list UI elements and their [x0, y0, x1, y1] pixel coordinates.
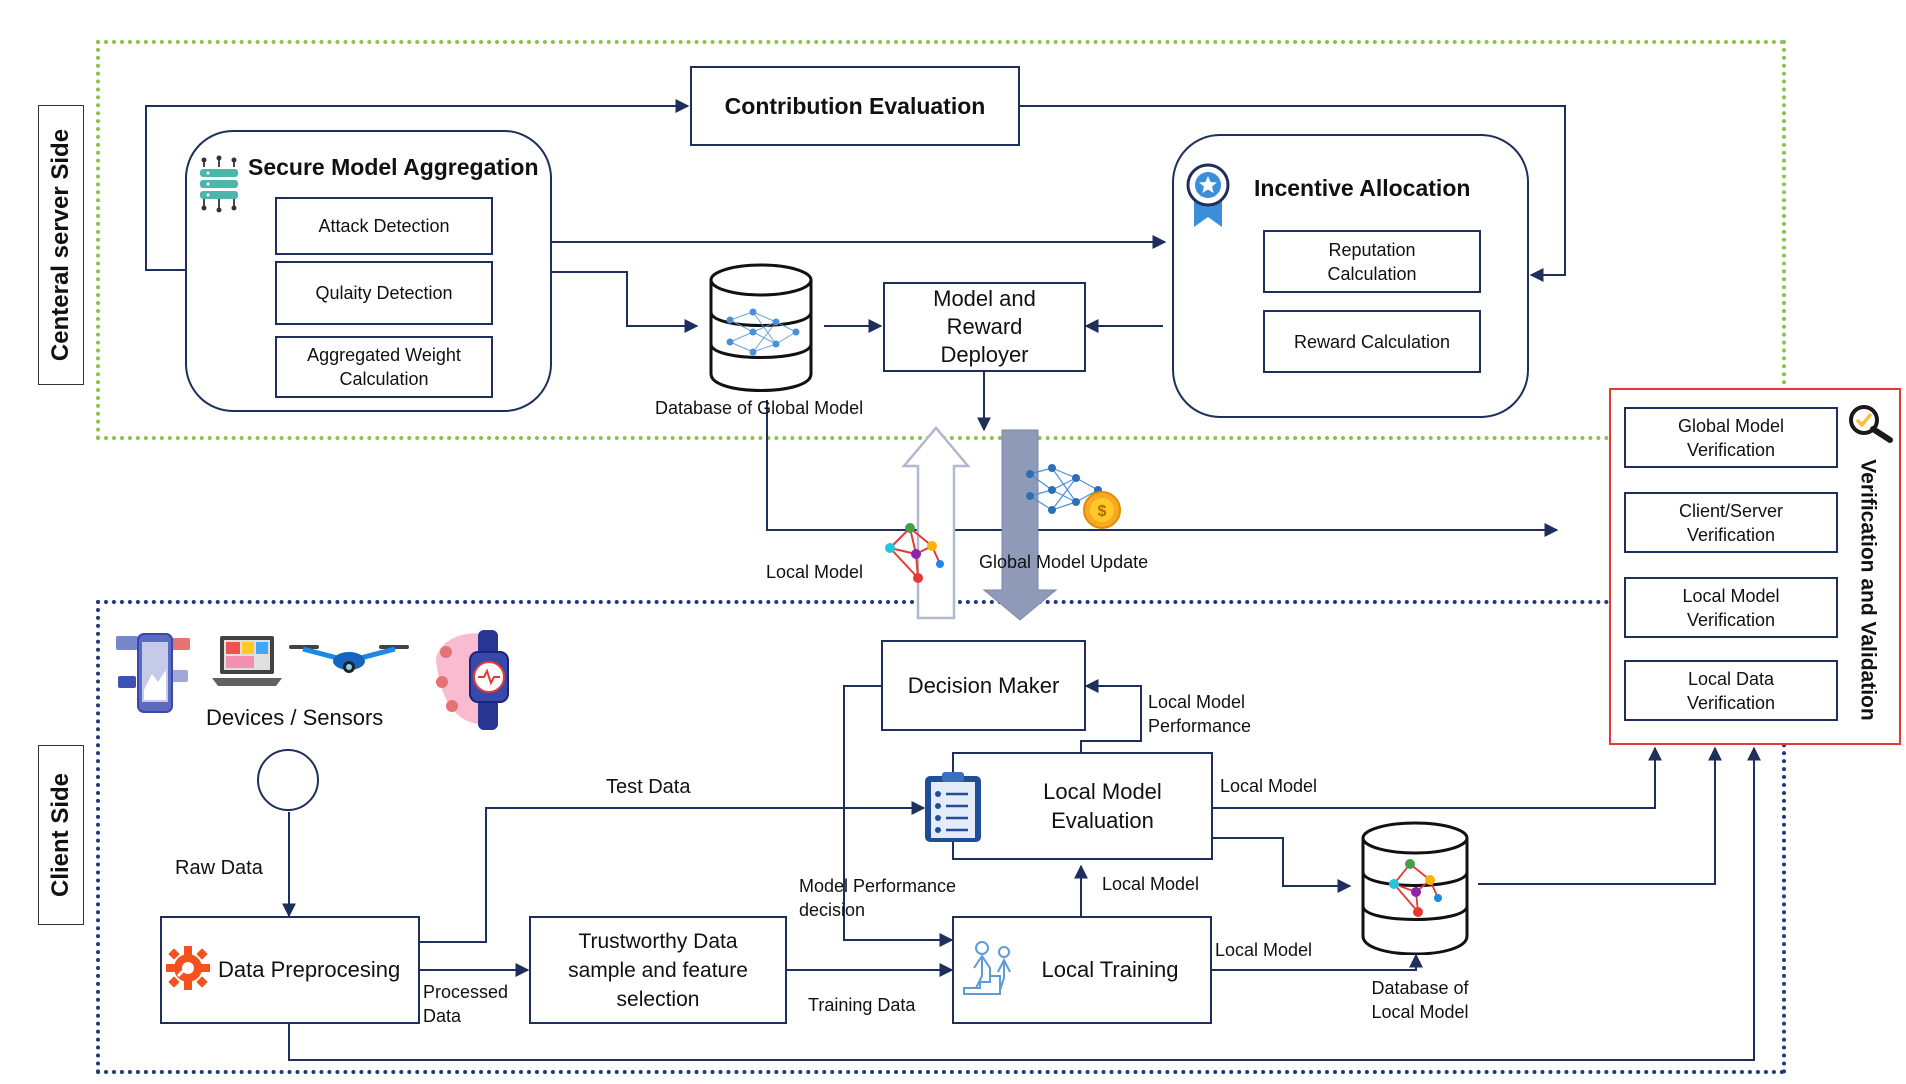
- global-update-label: Global Model Update: [979, 552, 1149, 572]
- local-model-label-train: Local Model: [1215, 940, 1313, 960]
- line-localdb-to-verification: [1478, 746, 1722, 885]
- local-database-icon: [1360, 820, 1470, 956]
- contribution-evaluation-box: Contribution Evaluation: [690, 66, 1020, 146]
- raw-data-label: Raw Data: [175, 857, 263, 879]
- client-server-verification-box: Client/Server Verification: [1624, 492, 1838, 553]
- aggregated-weight-box: Aggregated Weight Calculation: [275, 336, 493, 398]
- secure-aggregation-title: Secure Model Aggregation: [248, 154, 539, 180]
- gear-icon: [164, 944, 212, 992]
- db-local-label: Database of Local Model: [1371, 978, 1469, 1022]
- model-performance-decision-label: Model Performance decision: [799, 876, 957, 920]
- devices-circle: [257, 749, 319, 811]
- local-model-network-icon: [880, 520, 946, 584]
- local-data-verification-label: Local Data Verification: [1686, 668, 1776, 713]
- local-model-evaluation-box: Local Model Evaluation: [952, 752, 1213, 860]
- database-icon: [708, 262, 814, 392]
- line-eval-to-localdb: [1213, 837, 1352, 893]
- data-preprocessing-label: Data Preprocesing: [218, 957, 401, 982]
- processed-data-label: Processed Data: [423, 982, 509, 1026]
- line-db-to-verification: [766, 400, 1559, 537]
- data-preprocessing-box: Data Preprocesing: [160, 916, 420, 1024]
- trustworthy-box: Trustworthy Data sample and feature sele…: [529, 916, 787, 1024]
- global-model-down-arrow: [982, 429, 1058, 621]
- test-data-label: Test Data: [606, 776, 691, 798]
- line-contribution-to-incentive: [1020, 105, 1566, 282]
- devices-label: Devices / Sensors: [206, 705, 384, 730]
- attack-detection-label: Attack Detection: [318, 216, 450, 236]
- cloud-network-icon: [1024, 460, 1124, 530]
- quality-detection-box: Qulaity Detection: [275, 261, 493, 325]
- deployer-label: Model and Reward Deployer: [933, 286, 1036, 367]
- global-model-verification-label: Global Model Verification: [1677, 415, 1785, 460]
- client-server-verification-label: Client/Server Verification: [1678, 500, 1784, 545]
- decision-maker-box: Decision Maker: [881, 640, 1086, 731]
- aggregated-weight-label: Aggregated Weight Calculation: [307, 345, 461, 389]
- svg-text:$: $: [1098, 503, 1107, 520]
- local-model-label-up: Local Model: [1102, 874, 1200, 894]
- smartwatch-icon: [432, 628, 524, 732]
- db-global-label: Database of Global Model: [655, 398, 864, 418]
- local-model-verification-box: Local Model Verification: [1624, 577, 1838, 638]
- magnifier-icon: [1846, 402, 1896, 446]
- contribution-evaluation-label: Contribution Evaluation: [724, 92, 986, 119]
- local-training-box: Local Training: [952, 916, 1212, 1024]
- drone-icon: [287, 641, 411, 679]
- line-agg-to-db: [552, 271, 699, 333]
- incentive-title: Incentive Allocation: [1254, 175, 1471, 201]
- quality-detection-label: Qulaity Detection: [315, 283, 453, 303]
- badge-icon: [1186, 163, 1230, 229]
- line-preproc-to-verification: [288, 746, 1761, 1061]
- local-model-performance-label: Local Model Performance: [1148, 692, 1252, 736]
- line-decision-to-training: [843, 685, 954, 947]
- local-training-label: Local Training: [1041, 957, 1179, 982]
- training-icon: [960, 938, 1020, 998]
- phone-icon: [114, 630, 194, 714]
- trustworthy-label: Trustworthy Data sample and feature sele…: [568, 929, 748, 1011]
- reputation-label: Reputation Calculation: [1327, 239, 1417, 284]
- line-test-data: [420, 801, 926, 943]
- local-model-label-eval: Local Model: [1220, 776, 1318, 796]
- deployer-box: Model and Reward Deployer: [883, 282, 1086, 372]
- reward-calculation-box: Reward Calculation: [1263, 310, 1481, 373]
- local-model-evaluation-label: Local Model Evaluation: [1043, 779, 1162, 833]
- coin-icon: $: [1082, 490, 1122, 530]
- decision-maker-label: Decision Maker: [907, 672, 1060, 698]
- line-eval-to-decision: [1080, 679, 1142, 752]
- local-model-transfer-label: Local Model: [766, 562, 864, 582]
- server-side-label: Centeral server Side: [38, 105, 84, 385]
- verification-title: Verification and Validation: [1857, 459, 1880, 721]
- laptop-icon: [212, 634, 282, 690]
- client-side-label: Client Side: [38, 745, 84, 925]
- reputation-box: Reputation Calculation: [1263, 230, 1481, 293]
- network-icon: [196, 155, 242, 213]
- verification-title-box: Verification and Validation: [1848, 450, 1888, 730]
- local-model-up-arrow: [901, 426, 971, 620]
- attack-detection-box: Attack Detection: [275, 197, 493, 255]
- line-agg-to-contribution: [145, 99, 690, 271]
- local-data-verification-box: Local Data Verification: [1624, 660, 1838, 721]
- line-training-to-localdb: [1212, 953, 1423, 971]
- clipboard-icon: [922, 770, 984, 844]
- global-model-verification-box: Global Model Verification: [1624, 407, 1838, 468]
- local-model-verification-label: Local Model Verification: [1682, 585, 1780, 630]
- line-eval-to-verification: [1213, 746, 1662, 809]
- training-data-label: Training Data: [808, 995, 916, 1015]
- reward-calculation-label: Reward Calculation: [1293, 331, 1451, 352]
